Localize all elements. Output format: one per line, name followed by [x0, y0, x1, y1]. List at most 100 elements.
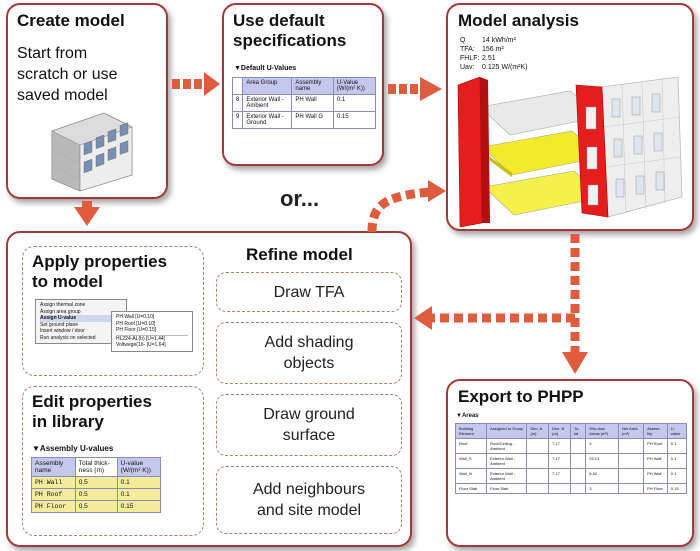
table-cell: Floor Slab — [486, 483, 528, 494]
table-header-cell: U-Value (W/(m² K)) — [332, 77, 377, 95]
edit-properties-title: Edit properties in library — [32, 392, 152, 432]
areas-table: Building Element Assigned to Group Dim. … — [454, 423, 688, 494]
refine-model-title: Refine model — [246, 245, 353, 264]
export-phpp-section: ▼Areas — [456, 413, 479, 419]
edit-properties-title-1: Edit properties — [32, 392, 152, 411]
table-header-row: Area Group Assembly name U-Value (W/(m² … — [231, 77, 377, 95]
step-draw-ground: Draw ground surface — [216, 394, 402, 456]
stat-label: FHLF: — [460, 55, 480, 62]
menu-item: Voltwege(16- [U=1.64] — [116, 342, 166, 348]
model-analysis-title: Model analysis — [458, 11, 579, 30]
table-cell: Exterior Wall - Ground — [242, 111, 293, 129]
table-row: 8 Exterior Wall - Ambient PH Wall 0.1 — [231, 94, 377, 112]
step-add-neighbours-line-1: Add neighbours — [252, 481, 366, 498]
create-model-line-2: scratch or use — [17, 66, 118, 83]
create-model-body: Start from scratch or use saved model — [17, 43, 117, 106]
default-specs-box: Use default specifications ▼Default U-Va… — [222, 3, 384, 166]
menu-item: Run analysis on selected — [40, 334, 96, 341]
table-cell: 0.15 — [332, 111, 377, 129]
default-specs-section: ▼Default U-Values — [234, 65, 297, 72]
table-header-cell: Assembly name — [291, 77, 334, 95]
step-add-neighbours-line-2: and site model — [256, 502, 362, 519]
step-draw-ground-line-1: Draw ground — [263, 406, 355, 423]
table-cell: 0.15 — [116, 500, 162, 513]
default-specs-title-2: specifications — [233, 31, 347, 50]
analysis-model-render — [457, 77, 683, 227]
stat-value: 156 m² — [482, 46, 504, 53]
table-row: Floor Slab Floor Slab 3 PH Floor 0.15 — [454, 483, 688, 494]
table-header-cell: U-value — [666, 423, 688, 439]
default-specs-title: Use default specifications — [233, 11, 346, 51]
arrow-specs-to-analysis — [388, 77, 442, 101]
apply-properties-title-2: to model — [32, 272, 103, 291]
export-phpp-box: Export to PHPP ▼Areas Building Element A… — [446, 379, 694, 547]
menu-item: Assign thermal zone — [40, 302, 86, 308]
menu-item: Insert window / door — [40, 328, 85, 334]
table-row: PH Floor 0.5 0.15 — [31, 500, 162, 513]
step-add-shading-line-1: Add shading — [264, 334, 354, 351]
menu-item: PH Roof [U=0.10] — [116, 320, 156, 327]
edit-properties-section: ▼Assembly U-values — [32, 444, 114, 453]
stat-value: 0.125 W/(m²K) — [482, 64, 528, 71]
table-header-row: Building Element Assigned to Group Dim. … — [454, 423, 688, 439]
or-label: or... — [280, 186, 320, 211]
table-cell: 0.1 — [116, 488, 162, 501]
assembly-table: Assembly name Total thick-ness (m) U-val… — [31, 457, 162, 513]
table-cell — [570, 483, 587, 494]
step-draw-ground-line-2: surface — [282, 427, 336, 444]
table-cell — [618, 483, 645, 494]
export-phpp-title: Export to PHPP — [458, 387, 584, 406]
analysis-stat: FHLF:2.51 — [460, 54, 528, 63]
step-add-neighbours: Add neighbours and site model — [216, 466, 402, 534]
apply-properties-box: Apply properties to model Assign thermal… — [22, 246, 204, 376]
stat-label: Uav: — [460, 64, 475, 71]
analysis-stat: TFA: 156 m² — [460, 45, 528, 54]
table-cell: 0.15 — [666, 483, 688, 494]
building-thumbnail — [51, 112, 133, 192]
menu-item: Assign U-value — [40, 315, 122, 322]
table-row: PH Wall 0.5 0.1 — [31, 476, 162, 489]
step-draw-tfa-label: Draw TFA — [273, 283, 345, 301]
stat-label: Q — [460, 37, 466, 44]
step-add-shading-line-2: objects — [283, 355, 335, 372]
menu-item: Set ground plane — [40, 321, 79, 328]
default-specs-table: Area Group Assembly name U-Value (W/(m² … — [231, 77, 377, 129]
create-model-line-1: Start from — [17, 45, 88, 62]
arrow-create-to-specs — [172, 72, 220, 96]
table-header-cell: Area Group — [242, 77, 293, 95]
stat-value: 2.51 — [482, 55, 496, 62]
table-cell: PH Wall G — [291, 111, 334, 129]
table-header-cell: Dim. A (m) — [526, 423, 550, 439]
table-header-cell: Assigned to Group — [486, 423, 528, 439]
table-cell: 0.1 — [666, 438, 688, 454]
table-cell: Exterior Wall - Ambient — [242, 94, 293, 112]
menu-item: Assign area group — [40, 308, 81, 315]
analysis-stats: Q 14 kWh/m² TFA: 156 m² FHLF:2.51 Uav: 0.12… — [460, 36, 528, 72]
arrow-create-to-refine — [74, 201, 100, 226]
edit-properties-box: Edit properties in library ▼Assembly U-v… — [22, 386, 204, 536]
analysis-stat: Q 14 kWh/m² — [460, 36, 528, 45]
create-model-box: Create model Start from scratch or use s… — [6, 3, 168, 199]
stat-label: TFA: — [460, 46, 475, 53]
menu-item: PH Wall [U=0.10] — [116, 314, 155, 320]
u-value-submenu: PH Wall [U=0.10] PH Roof [U=0.10] PH Flo… — [111, 311, 193, 352]
stat-value: 14 kWh/m² — [482, 37, 516, 44]
edit-properties-title-2: in library — [32, 412, 104, 431]
model-analysis-box: Model analysis Q 14 kWh/m² TFA: 156 m² FHL… — [446, 3, 694, 231]
table-row: PH Roof 0.5 0.1 — [31, 488, 162, 501]
menu-item: PH Floor [U=0.15] — [116, 327, 157, 333]
analysis-stat: Uav: 0.125 W/(m²K) — [460, 63, 528, 72]
create-model-line-3: saved model — [17, 87, 108, 104]
default-specs-title-1: Use default — [233, 11, 325, 30]
table-cell: 9 — [231, 111, 244, 129]
apply-properties-title-1: Apply properties — [32, 252, 168, 271]
arrow-refine-to-analysis — [367, 187, 431, 233]
table-header-cell: To-tal — [570, 423, 587, 439]
table-row: 9 Exterior Wall - Ground PH Wall G 0.15 — [231, 111, 377, 129]
step-add-shading: Add shading objects — [216, 322, 402, 384]
apply-properties-title: Apply properties to model — [32, 252, 167, 292]
create-model-title: Create model — [17, 11, 125, 30]
menu-item: HL224-AL(b) [U=1.44] — [116, 334, 188, 343]
table-header-cell: Net Area (m²) — [618, 423, 645, 439]
